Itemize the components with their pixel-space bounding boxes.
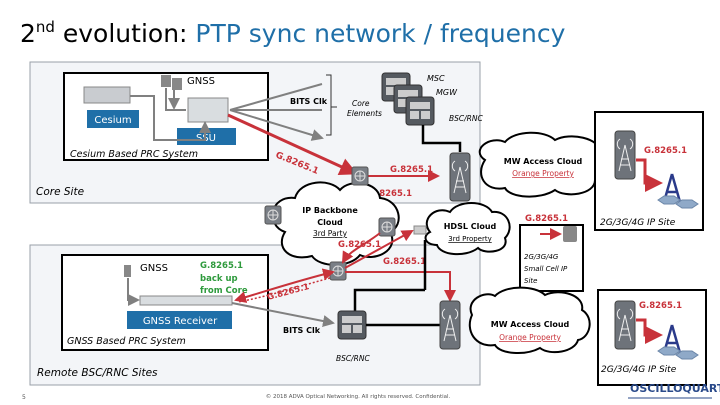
gnss-label: GNSS [140, 263, 168, 274]
tower-icon [439, 300, 461, 350]
oscilloquartz-logo: OSCILLOQUARTZ [630, 382, 720, 395]
ptp-label: G.8265.1 [390, 165, 433, 175]
gnss-receiver-label-box [127, 311, 232, 329]
small-cell-label: 2G/3G/4G [524, 253, 559, 261]
svg-text:from Core: from Core [200, 286, 248, 296]
page-number: 5 [22, 394, 26, 401]
bsc-rnc-server-icon [337, 310, 367, 340]
ptp-label: G.8265.1 [338, 240, 381, 250]
gnss-antenna-icon [124, 265, 131, 277]
ip-site-label: 2G/3G/4G IP Site [601, 365, 677, 375]
tower-icon [449, 152, 471, 202]
page-title: 2nd evolution: PTP sync network / freque… [20, 18, 566, 48]
bits-clk-label: BITS Clk [283, 326, 321, 335]
ptp-label: G.8265.1 [639, 301, 682, 311]
bsc-rnc-server-icon [405, 96, 435, 126]
msc-label: MSC [427, 74, 445, 83]
small-cell-label: Small Cell IP [524, 265, 568, 273]
core-elements-label: Core [352, 99, 370, 108]
ip-backbone-label: 3rd Party [313, 229, 348, 238]
tower-icon [614, 130, 636, 180]
cesium-device [83, 86, 131, 104]
hdsl-label: 3rd Property [448, 235, 492, 243]
core-elements-label: Elements [347, 109, 382, 118]
modem-icon [413, 225, 427, 235]
router-icon [351, 166, 369, 186]
small-cell-label: Site [524, 277, 537, 285]
mgw-label: MGW [436, 88, 458, 97]
ip-site-label: 2G/3G/4G IP Site [600, 218, 676, 228]
mw-cloud-subtitle: Orange Property [499, 333, 561, 342]
gnss-receiver-device [139, 295, 233, 306]
ptp-label: G.8265.1 [369, 189, 412, 199]
hdsl-cloud [424, 202, 511, 256]
cesium-label: Cesium [94, 115, 131, 126]
mw-access-cloud-bottom [468, 286, 591, 354]
gnss-receiver-label: GNSS Receiver [143, 316, 218, 327]
ptp-label: G.8265.1 [383, 257, 426, 267]
hdsl-label: HDSL Cloud [444, 222, 497, 231]
tower-icon [614, 300, 636, 350]
gnss-label: GNSS [187, 76, 215, 87]
gnss-prc-label: GNSS Based PRC System [67, 336, 186, 347]
gnss-antenna-icon [172, 78, 182, 90]
remote-site-label: Remote BSC/RNC Sites [37, 367, 158, 379]
copyright: © 2018 ADVA Optical Networking. All righ… [266, 393, 451, 400]
bsc-rnc-label: BSC/RNC [336, 354, 370, 363]
mw-cloud-title: MW Access Cloud [491, 320, 570, 329]
ip-site-top-box [594, 111, 704, 231]
ip-backbone-label: Cloud [317, 218, 343, 227]
cesium-prc-label: Cesium Based PRC System [70, 149, 198, 160]
ip-backbone-cloud [271, 181, 400, 266]
cesium-label-box [87, 110, 139, 128]
bits-clk-label: BITS Clk [290, 97, 328, 106]
router-icon [329, 261, 347, 281]
router-icon [264, 205, 282, 225]
ip-backbone-label: IP Backbone [302, 206, 358, 215]
bsc-rnc-label: BSC/RNC [449, 114, 483, 123]
backup-note: G.8265.1 back up from Core [200, 261, 248, 296]
small-cell-icon [563, 226, 577, 242]
svg-text:G.8265.1: G.8265.1 [200, 261, 243, 271]
svg-text:back up: back up [200, 274, 238, 284]
ptp-label: G.8265.1 [525, 214, 568, 224]
mw-cloud-title: MW Access Cloud [504, 157, 583, 166]
gnss-antenna-icon [161, 75, 171, 87]
ssu-device [187, 97, 229, 123]
mw-cloud-subtitle: Orange Property [512, 169, 574, 178]
router-icon [378, 217, 396, 237]
core-site-label: Core Site [36, 186, 84, 198]
ptp-label: G.8265.1 [644, 146, 687, 156]
